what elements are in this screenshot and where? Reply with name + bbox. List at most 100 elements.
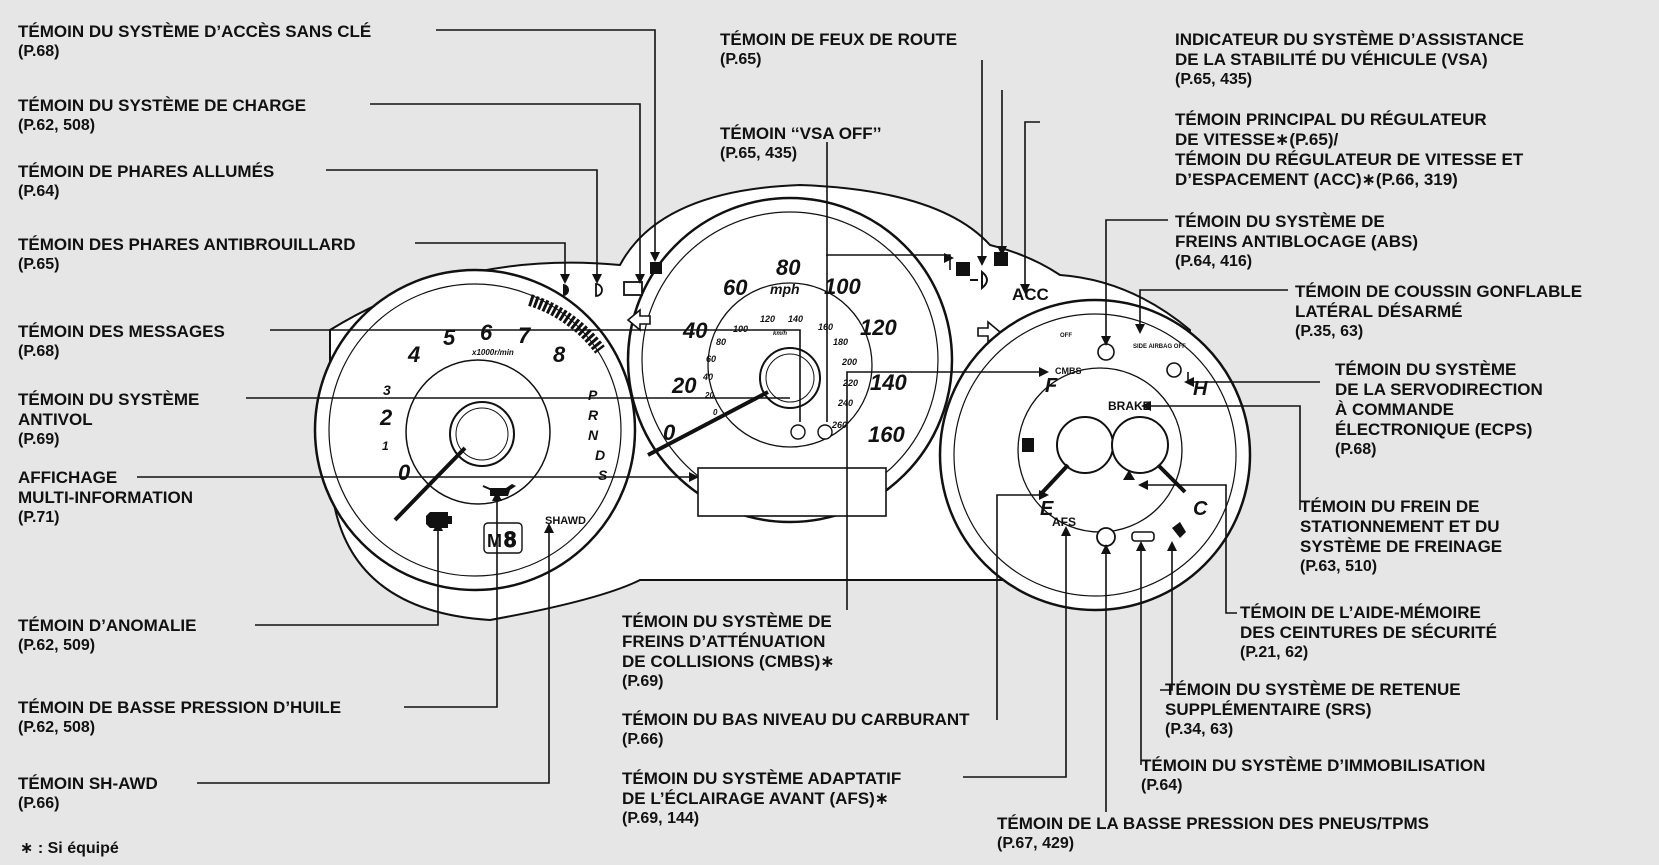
brake-indicator: BRAKE: [1108, 399, 1151, 413]
mph-100: 100: [824, 274, 861, 299]
label-low-fuel: TÉMOIN DU BAS NIVEAU DU CARBURANT (P.66): [622, 710, 970, 748]
label-vsa-off: TÉMOIN ‘‘VSA OFF’’ (P.65, 435): [720, 124, 882, 162]
tach-num-1: 1: [382, 439, 389, 453]
footnote: ∗ : Si équipé: [20, 840, 119, 857]
tach-num-3: 3: [383, 382, 391, 398]
srs-icon: [1172, 522, 1186, 538]
steering-icon: [1166, 362, 1182, 378]
turn-left-icon: [626, 308, 651, 332]
fuel-needle: [1038, 463, 1070, 497]
gear-p: P: [588, 387, 598, 403]
label-lights-on: TÉMOIN DE PHARES ALLUMÉS (P.64): [18, 162, 275, 200]
cmbs-indicator: CMBS: [1055, 366, 1082, 376]
info-icon: [817, 424, 833, 440]
gear-s: S: [598, 467, 608, 483]
kmh-0: 0: [713, 408, 718, 417]
tach-unit: x1000r/min: [471, 348, 514, 357]
headlight-on-icon: [595, 283, 603, 297]
kmh-120: 120: [760, 314, 775, 324]
label-fog-lights: TÉMOIN DES PHARES ANTIBROUILLARD (P.65): [18, 235, 356, 273]
label-eps: TÉMOIN DU SYSTÈME DE LA SERVODIRECTION À…: [1335, 360, 1543, 458]
message-icon: [790, 424, 806, 440]
vsa-off-text: OFF: [1060, 333, 1072, 339]
mph-20: 20: [671, 373, 697, 398]
fuel-empty-mark: E: [1040, 498, 1054, 520]
gear-display-m: M: [487, 531, 502, 551]
tach-num-8: 8: [553, 342, 566, 367]
label-charging-system: TÉMOIN DU SYSTÈME DE CHARGE (P.62, 508): [18, 96, 307, 134]
keyless-icon: [650, 262, 662, 274]
kmh-40: 40: [702, 372, 713, 382]
tach-num-7: 7: [518, 323, 532, 348]
label-tpms: TÉMOIN DE LA BASSE PRESSION DES PNEUS/TP…: [997, 814, 1429, 852]
gear-n: N: [588, 427, 599, 443]
tach-num-4: 4: [407, 342, 420, 367]
check-engine-icon: [426, 512, 452, 528]
turn-right-icon: [977, 320, 1002, 344]
kmh-20: 20: [704, 391, 714, 400]
fuel-temp-gauge: F E H C CMBS BRAKE AFS SIDE AIRBAG OFF O…: [938, 298, 1252, 612]
label-high-beam: TÉMOIN DE FEUX DE ROUTE (P.65): [720, 30, 958, 68]
kmh-unit: km/h: [773, 331, 787, 337]
vsa-icon: [994, 252, 1008, 266]
kmh-260: 260: [831, 420, 847, 430]
label-afs: TÉMOIN DU SYSTÈME ADAPTATIF DE L’ÉCLAIRA…: [622, 769, 902, 827]
mph-60: 60: [723, 275, 748, 300]
label-seatbelt: TÉMOIN DE L’AIDE-MÉMOIRE DES CEINTURES D…: [1240, 603, 1497, 661]
tach-num-5: 5: [443, 325, 456, 350]
mph-80: 80: [776, 255, 801, 280]
label-abs: TÉMOIN DU SYSTÈME DE FREINS ANTIBLOCAGE …: [1175, 212, 1419, 270]
gear-display-digit: 8: [504, 527, 516, 552]
label-oil-pressure: TÉMOIN DE BASSE PRESSION D’HUILE (P.62, …: [18, 698, 342, 736]
label-anti-theft: TÉMOIN DU SYSTÈME ANTIVOL (P.69): [18, 390, 200, 448]
speed-needle: [647, 390, 769, 457]
battery-icon: [623, 281, 643, 296]
fog-light-icon: [563, 284, 569, 296]
arrowheads: [433, 246, 1194, 554]
vsa-off-icon: [956, 262, 970, 276]
seatbelt-icon: [1123, 470, 1135, 480]
fuel-full-mark: F: [1045, 375, 1058, 397]
label-side-airbag-off: TÉMOIN DE COUSSIN GONFLABLE LATÉRAL DÉSA…: [1295, 282, 1583, 340]
label-srs: TÉMOIN DU SYSTÈME DE RETENUE SUPPLÉMENTA…: [1165, 680, 1461, 738]
mph-160: 160: [868, 422, 905, 447]
gear-display: [483, 522, 523, 554]
temp-hot-mark: H: [1193, 378, 1208, 400]
abs-icon: [1097, 343, 1115, 361]
afs-indicator: AFS: [1052, 515, 1076, 529]
mph-unit: mph: [770, 281, 800, 297]
label-multi-information: AFFICHAGE MULTI-INFORMATION (P.71): [18, 468, 193, 526]
label-immobilizer: TÉMOIN DU SYSTÈME D’IMMOBILISATION (P.64…: [1141, 756, 1486, 794]
label-cmbs: TÉMOIN DU SYSTÈME DE FREINS D’ATTÉNUATIO…: [622, 612, 835, 690]
multi-information-display: [697, 467, 887, 517]
kmh-220: 220: [842, 378, 858, 388]
high-beam-icon: [970, 269, 988, 291]
label-malfunction: TÉMOIN D’ANOMALIE (P.62, 509): [18, 616, 197, 654]
kmh-160: 160: [818, 322, 833, 332]
kmh-80: 80: [716, 337, 726, 347]
gear-d: D: [595, 447, 605, 463]
tach-needle: [393, 446, 467, 522]
leader-lines: [137, 29, 1320, 812]
kmh-100: 100: [733, 324, 748, 334]
tach-num-0: 0: [398, 460, 411, 485]
tachometer: 0 1 2 3 4 5 6 7 8 x1000r/min P R N D S M…: [313, 268, 637, 592]
label-sh-awd: TÉMOIN SH-AWD (P.66): [18, 774, 158, 812]
label-brake-system: TÉMOIN DU FREIN DE STATIONNEMENT ET DU S…: [1300, 497, 1503, 575]
temp-needle: [1156, 463, 1187, 494]
side-airbag-indicator: SIDE AIRBAG OFF: [1133, 344, 1186, 350]
tach-num-6: 6: [480, 320, 493, 345]
kmh-140: 140: [788, 314, 803, 324]
tach-num-2: 2: [379, 405, 393, 430]
kmh-200: 200: [841, 357, 857, 367]
tpms-icon: [1096, 527, 1116, 547]
kmh-240: 240: [837, 398, 853, 408]
label-keyless-access: TÉMOIN DU SYSTÈME D’ACCÈS SANS CLÉ (P.68…: [18, 22, 372, 60]
immobilizer-icon: [1131, 531, 1155, 542]
temp-cold-mark: C: [1193, 498, 1208, 520]
speedometer: 0 20 40 60 80 100 120 140 160 mph 0 20 4…: [626, 196, 954, 524]
gear-r: R: [588, 407, 599, 423]
shawd-indicator: SHAWD: [545, 515, 586, 527]
